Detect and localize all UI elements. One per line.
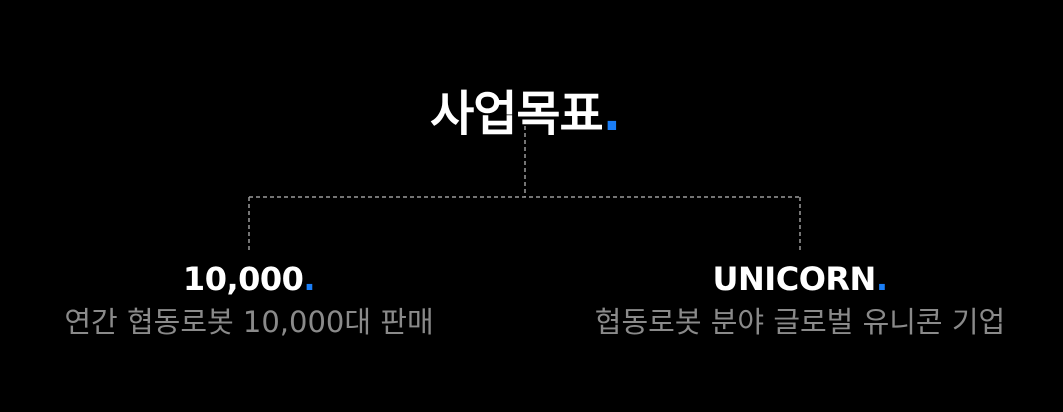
goal-unicorn: UNICORN. 협동로봇 분야 글로벌 유니콘 기업 [560,258,1040,342]
accent-dot: . [875,260,888,298]
goal-sales-description: 연간 협동로봇 10,000대 판매 [64,305,434,339]
page-title: 사업목표. [0,84,1050,144]
goal-sales-headline: 10,000. [38,258,460,300]
goal-unicorn-description: 협동로봇 분야 글로벌 유니콘 기업 [594,305,1006,339]
goal-sales: 10,000. 연간 협동로봇 10,000대 판매 [38,258,460,342]
accent-dot: . [602,86,621,143]
goal-unicorn-headline: UNICORN. [560,258,1040,300]
goal-sales-headline-text: 10,000 [182,260,304,298]
goal-unicorn-headline-text: UNICORN [712,260,877,298]
page-title-text: 사업목표 [430,86,604,143]
accent-dot: . [303,260,316,298]
